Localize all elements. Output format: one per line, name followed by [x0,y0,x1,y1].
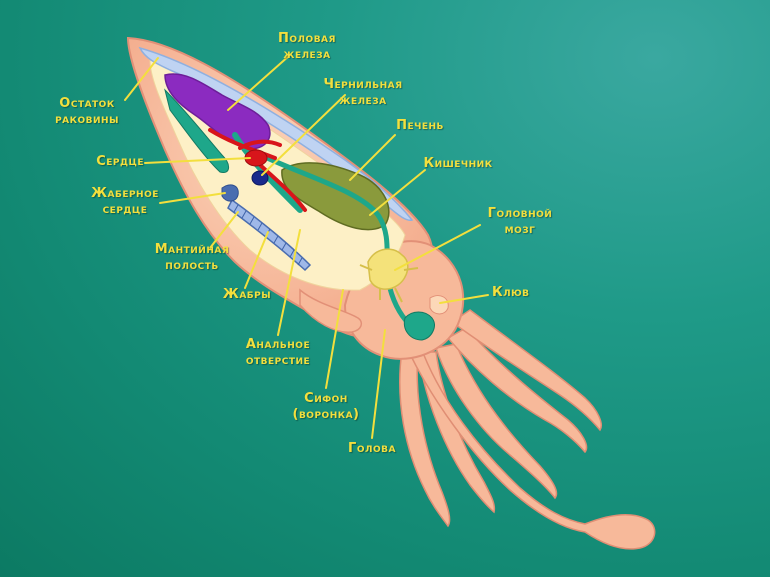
label-golova: Голова [348,441,396,456]
label-sifon-voronka: Сифон(воронка) [292,391,360,422]
label-klyuv: Клюв [492,285,530,300]
siphon-funnel [299,288,363,333]
leader-serdtse [144,157,251,164]
leader-polovaya [227,54,291,111]
arm-base [403,311,435,341]
tentacle-4 [446,327,588,454]
brain-nerves [359,264,419,303]
label-pechen: Печень [396,118,444,133]
leader-mantiynaya [209,211,239,249]
gills [227,198,312,272]
leader-klyuv [439,294,489,304]
leader-lines [124,54,489,439]
leader-pechen [349,134,396,181]
long-tentacle [406,344,656,550]
label-kishechnik: Кишечник [423,156,493,171]
tentacle-5 [450,309,602,432]
leader-analnoe [277,229,301,336]
green-organ [164,88,229,174]
brain [367,248,409,290]
label-serdtse: Сердце [96,154,144,169]
leader-zhabry [244,231,269,289]
leader-kishechnik [369,169,426,216]
branchial-heart [221,184,239,202]
leader-zhabernoe [159,192,226,204]
tentacles [399,309,656,550]
intestine [247,147,413,328]
leader-ostatok [124,57,159,101]
ink-gland [251,170,269,186]
tentacle-3 [435,343,558,500]
beak [429,295,449,315]
leader-chernilnaya [261,94,346,176]
leader-golova [371,329,386,439]
leader-golovnoy [394,224,481,271]
leader-sifon [325,289,344,389]
tentacle-1 [399,349,451,528]
label-zhabry: Жабры [222,287,272,302]
